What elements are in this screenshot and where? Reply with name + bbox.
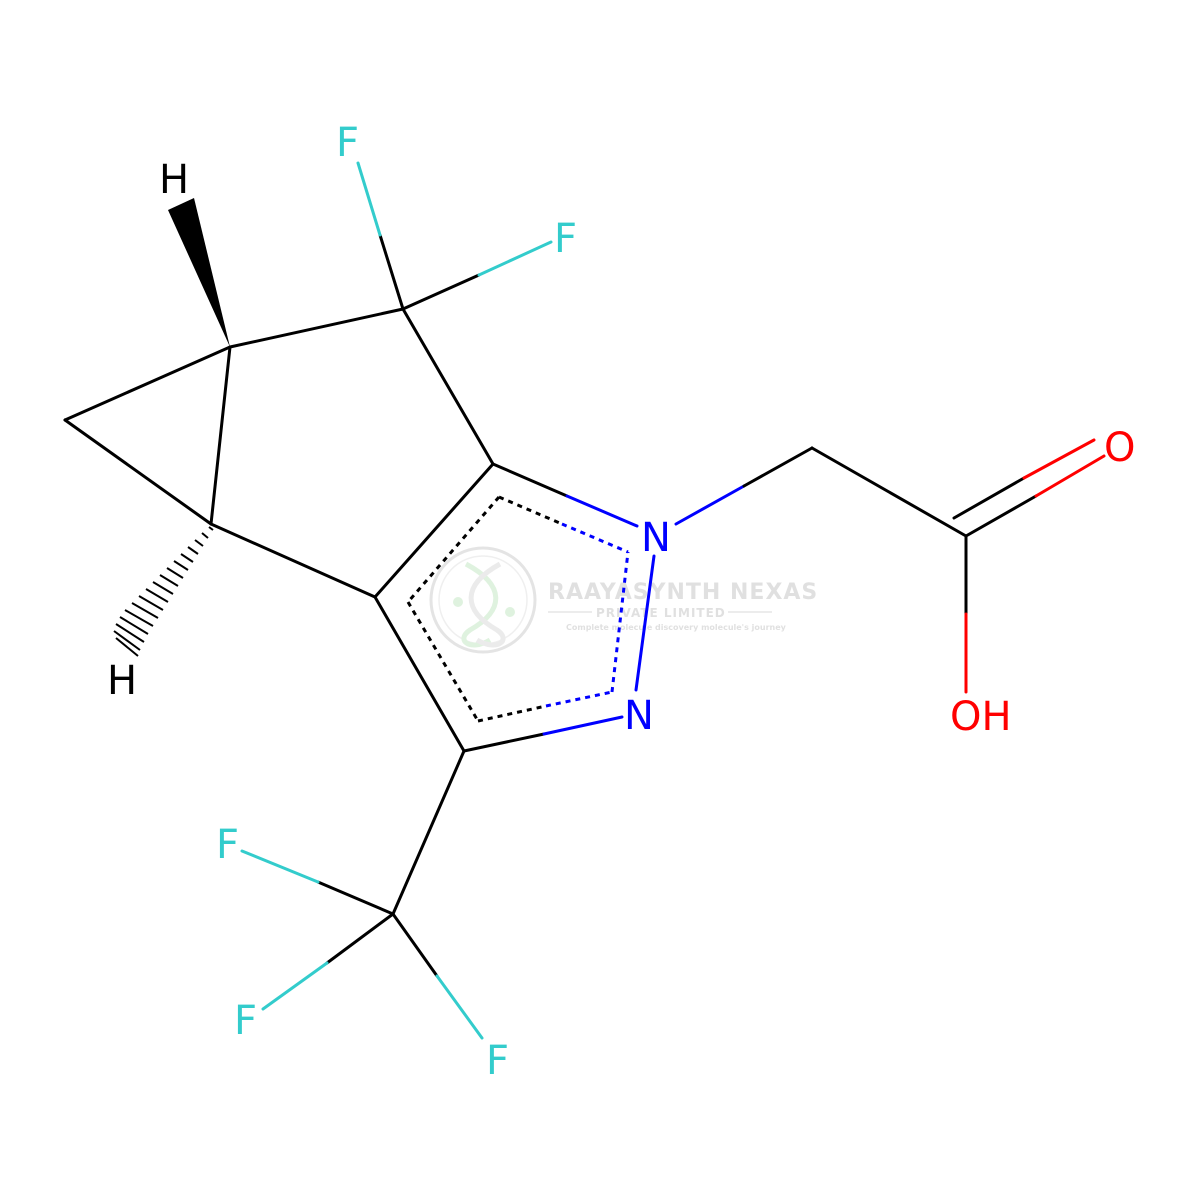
wedge-bond-h-top: [168, 198, 230, 347]
bond-cf2-f-right-cyan: [477, 240, 553, 277]
bond-cf2-f-right-black: [401, 273, 481, 311]
bond-c7a-n1-blue: [565, 494, 639, 528]
atom-f-right: F: [554, 216, 577, 262]
bond-n2-n1: [634, 554, 656, 692]
bond-c7a-c3a: [373, 462, 495, 599]
watermark-tagline: Complete molecule discovery molecule's j…: [566, 623, 787, 632]
atom-f-cf3-right: F: [486, 1038, 509, 1084]
watermark-subtitle: PRIVATE LIMITED: [596, 606, 726, 620]
bond-c3-n2-black: [462, 732, 546, 753]
atom-labels: F F H H N N O OH F F F: [107, 120, 1135, 1084]
atom-n2: N: [624, 693, 654, 739]
bond-co-double-b-red: [1022, 438, 1096, 480]
bond-co-double-a-black: [964, 494, 1038, 538]
hash-bond-h-bottom: [113, 526, 214, 657]
bond-c1-c2: [209, 345, 232, 526]
aromatic-dashes: [406, 495, 630, 723]
bond-c2-c3a: [209, 522, 377, 599]
bond-c7a-n1-black: [491, 462, 569, 498]
bond-c3-n2-blue: [542, 715, 624, 736]
bond-cf3-f-right-cyan: [435, 974, 484, 1040]
atom-o-double: O: [1104, 425, 1135, 471]
bond-co-double-b-black: [952, 476, 1026, 520]
atom-f-cf3-lower: F: [234, 998, 257, 1044]
bond-cf2-c7a: [401, 307, 495, 466]
atom-f-top: F: [336, 120, 359, 166]
bond-cf3-f-lower-black: [325, 912, 395, 965]
bond-cf3-f-lower-cyan: [261, 961, 329, 1011]
bond-c3-cf3: [391, 749, 466, 916]
bond-c3a-c3: [373, 595, 466, 753]
watermark-title: RAAYASYNTH NEXAS: [548, 580, 818, 605]
bond-n1-ch2-black: [742, 446, 814, 488]
bond-cf3-f-right-black: [391, 912, 439, 978]
bond-c1-c3: [63, 345, 232, 422]
atom-f-cf3-left: F: [216, 822, 239, 868]
bond-cf2-f-top-cyan: [356, 161, 382, 237]
bond-cf3-f-left-black: [316, 880, 395, 916]
bond-cf3-f-left-cyan: [240, 849, 320, 884]
watermark-logo-circle: [429, 546, 537, 654]
bond-ch2-cooh: [810, 446, 968, 538]
bonds: [63, 161, 1106, 1040]
bond-co-double-a-red: [1034, 454, 1106, 498]
atom-oh: OH: [950, 694, 1012, 740]
atom-h-top: H: [159, 157, 189, 203]
atom-h-bottom: H: [107, 658, 137, 704]
atom-n1: N: [641, 515, 671, 561]
bond-cf2-f-top-black: [378, 233, 405, 311]
bond-c3-c2: [63, 418, 213, 526]
dna-helix-icon: [453, 561, 515, 648]
watermark: RAAYASYNTH NEXAS PRIVATE LIMITED Complet…: [429, 546, 818, 654]
bond-n1-ch2-blue: [674, 484, 746, 526]
bond-c1-cf2: [228, 307, 405, 349]
